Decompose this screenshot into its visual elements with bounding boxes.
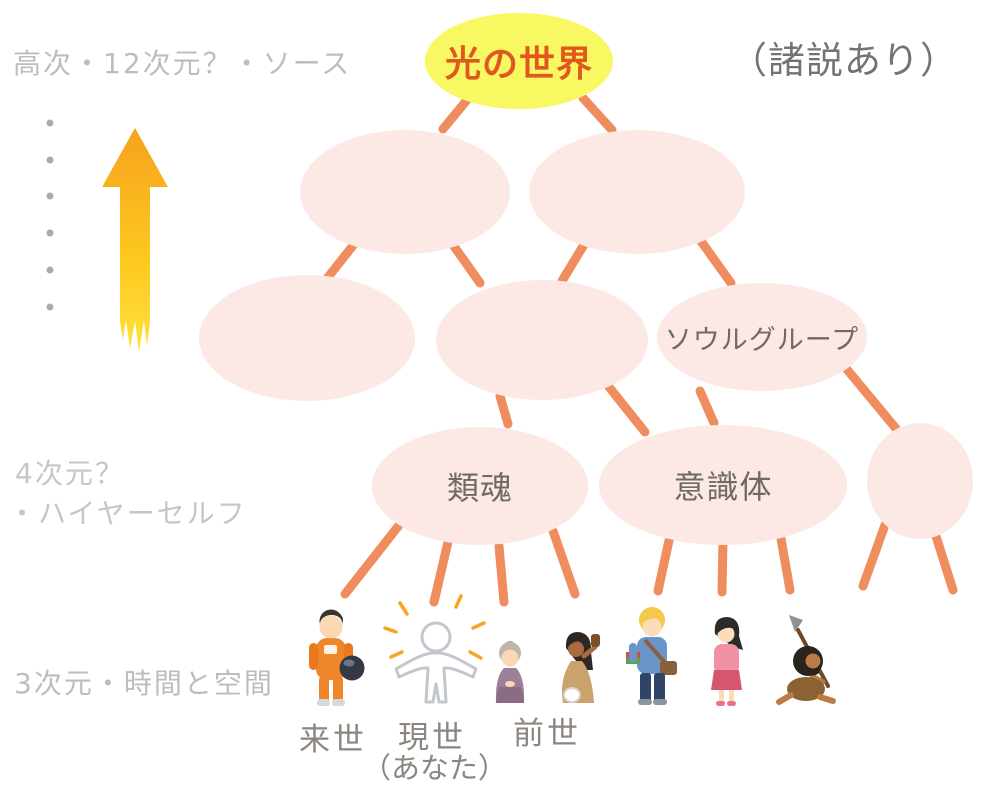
- label-present-life-you: （あなた）: [362, 751, 508, 785]
- connector-line: [930, 528, 958, 595]
- connector-line: [653, 531, 675, 596]
- connector-line: [840, 362, 903, 436]
- connector-line: [775, 528, 795, 595]
- dimension-dots-icon: [46, 119, 54, 311]
- connector-line: [717, 535, 728, 597]
- woman-in-pink-figure: [711, 617, 743, 706]
- node-label: 類魂: [446, 469, 513, 507]
- level-label-higher-dimension: 高次・12次元？・ソース: [13, 47, 352, 80]
- student-figure: [626, 607, 677, 705]
- connector-line: [548, 526, 580, 599]
- connector-line: [693, 232, 736, 288]
- connector-line: [320, 238, 360, 286]
- connector-line: [340, 519, 405, 599]
- node-mid-left: [199, 275, 415, 401]
- people-row: [309, 594, 836, 706]
- node-label: ソウルグループ: [664, 324, 860, 356]
- connector-line: [446, 237, 485, 288]
- level-label-4th-dimension-line2: ・ハイヤーセルフ: [8, 497, 247, 530]
- node-upper-right: [529, 130, 745, 254]
- connector-line: [557, 238, 590, 286]
- node-upper-left: [300, 130, 510, 254]
- level-label-3rd-dimension: 3次元・時間と空間: [14, 667, 274, 700]
- label-past-life: 前世: [513, 716, 581, 752]
- connector-line: [858, 520, 890, 591]
- node-group-soul: 類魂: [372, 427, 588, 545]
- node-small-right: [867, 423, 973, 539]
- astronaut-figure: [309, 609, 365, 706]
- node-consciousness-body: 意識体: [599, 425, 847, 545]
- ancient-woman-figure: [562, 632, 600, 703]
- node-label: 意識体: [673, 468, 773, 506]
- level-label-4th-dimension-line1: 4次元？: [15, 457, 125, 490]
- node-mid-center: [436, 280, 648, 400]
- connector-line: [695, 386, 719, 428]
- caveman-figure: [776, 615, 836, 705]
- connector-line: [495, 391, 513, 429]
- connector-line: [429, 537, 453, 607]
- connector-line: [494, 541, 509, 607]
- connector-lines: [320, 93, 958, 607]
- ascension-arrow-icon: [102, 128, 168, 352]
- node-label: 光の世界: [444, 44, 593, 85]
- note-various-theories: （諸説あり）: [730, 39, 958, 82]
- node-world-of-light: 光の世界: [425, 13, 613, 109]
- connector-line: [600, 377, 650, 437]
- connector-line: [438, 95, 472, 134]
- elderly-woman-figure: [495, 641, 525, 703]
- connector-line: [578, 93, 617, 135]
- label-present-life: 現世: [398, 720, 466, 756]
- glowing-present-self-figure: [383, 594, 486, 704]
- label-next-life: 来世: [299, 722, 367, 758]
- node-soul-group: ソウルグループ: [657, 283, 867, 391]
